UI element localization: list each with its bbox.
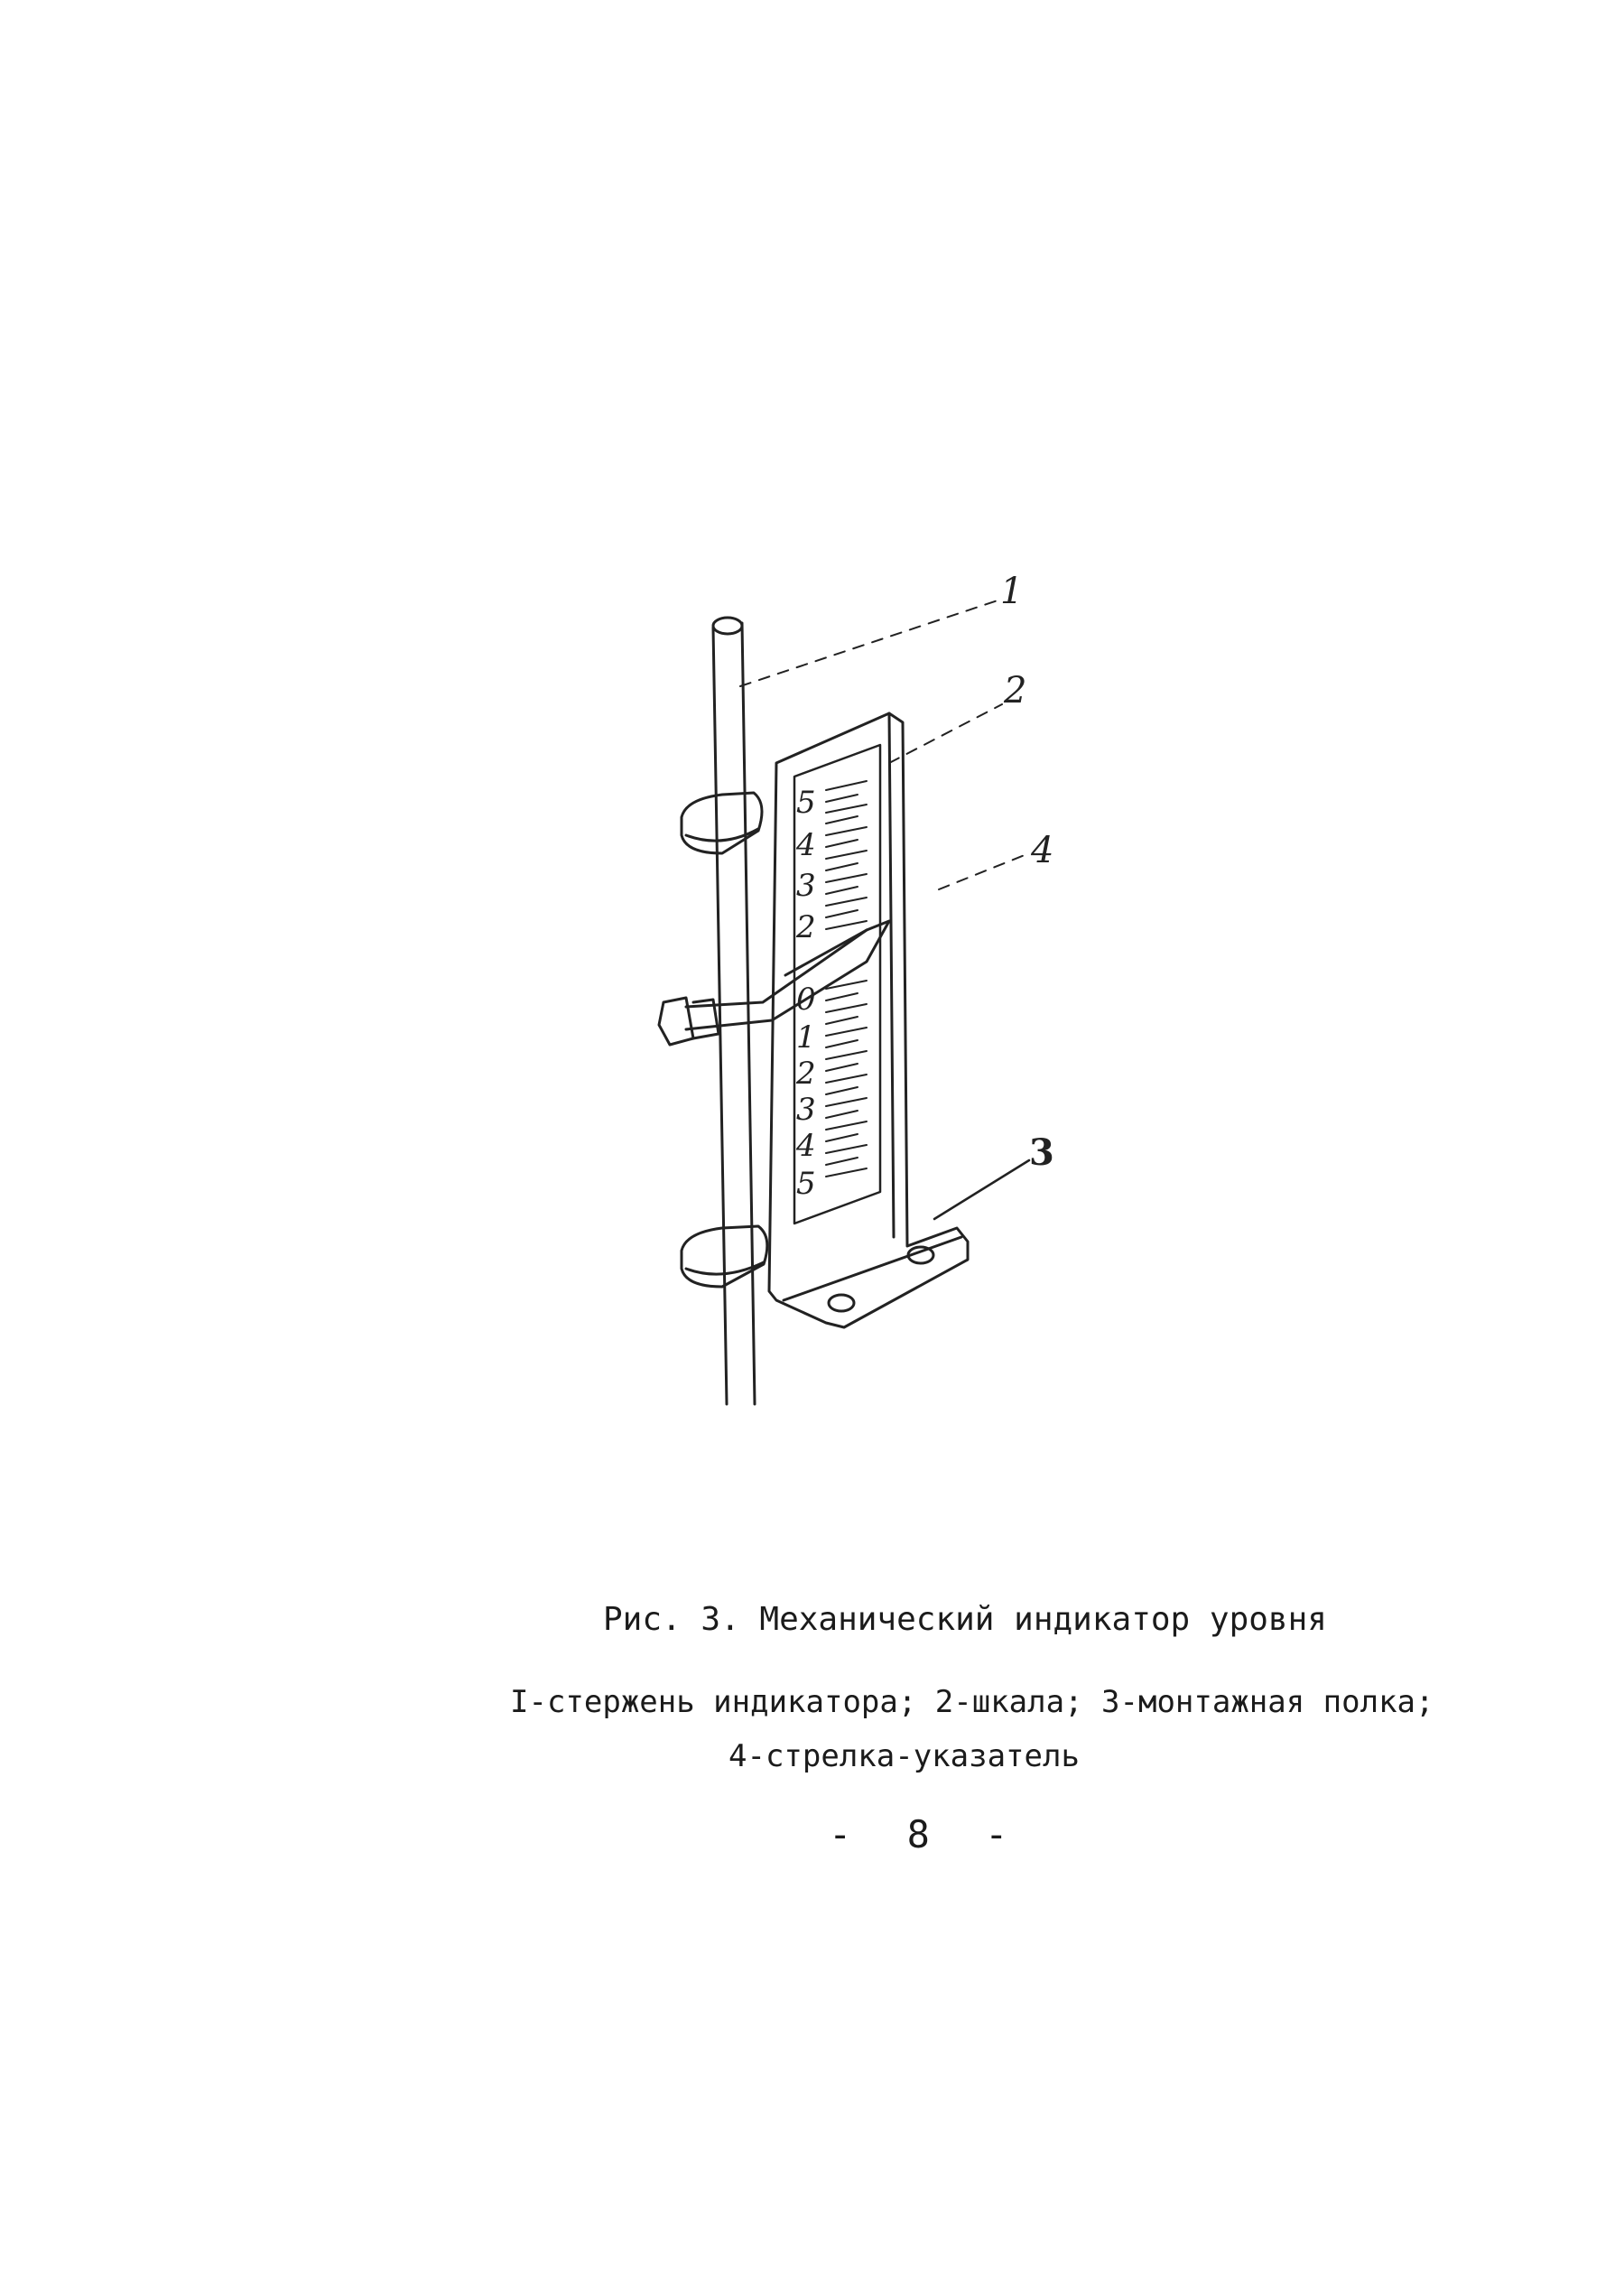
scale-plate — [793, 743, 882, 1225]
leader-line-2 — [888, 703, 1003, 764]
pointer-nut — [657, 996, 695, 1047]
scale-label-upper: 5 — [796, 785, 816, 821]
page-number: - 8 - — [829, 1812, 1025, 1856]
shelf-hole — [906, 1245, 935, 1265]
scale-label-lower: 3 — [796, 1092, 816, 1128]
leader-line-4 — [938, 852, 1030, 890]
figure-legend-line-1: I-стержень индикатора; 2-шкала; 3-монтаж… — [510, 1684, 1434, 1720]
scale-ticks-upper — [825, 780, 868, 930]
scale-label-upper: 3 — [796, 868, 816, 904]
scale-label-lower: 4 — [795, 1128, 816, 1164]
scale-label-upper: 4 — [795, 827, 816, 863]
figure-caption-title: Рис. 3. Механический индикатор уровня — [603, 1601, 1327, 1638]
lower-clamp — [680, 1224, 769, 1289]
pointer-arm — [684, 919, 891, 1031]
scale-ticks-lower — [825, 980, 868, 1177]
indicator-rod — [711, 621, 756, 1406]
leader-line-3 — [933, 1158, 1031, 1221]
leader-line-1 — [739, 600, 998, 687]
rod-top — [711, 616, 744, 636]
shelf-hole — [827, 1293, 856, 1313]
mounting-bracket — [767, 712, 970, 1329]
scale-label-upper: 2 — [795, 909, 816, 945]
scale-label-lower: 0 — [796, 982, 816, 1018]
upper-clamp — [680, 791, 764, 855]
callout-label-4: 4 — [1030, 830, 1053, 871]
callout-label-1: 1 — [1000, 571, 1023, 612]
callout-label-2: 2 — [1003, 670, 1026, 712]
figure-legend-line-2: 4-стрелка-указатель — [728, 1738, 1080, 1774]
scale-label-lower: 1 — [796, 1019, 816, 1056]
scale-label-lower: 2 — [795, 1056, 816, 1092]
scale-label-lower: 5 — [796, 1166, 816, 1202]
callout-label-3: 3 — [1029, 1131, 1054, 1174]
